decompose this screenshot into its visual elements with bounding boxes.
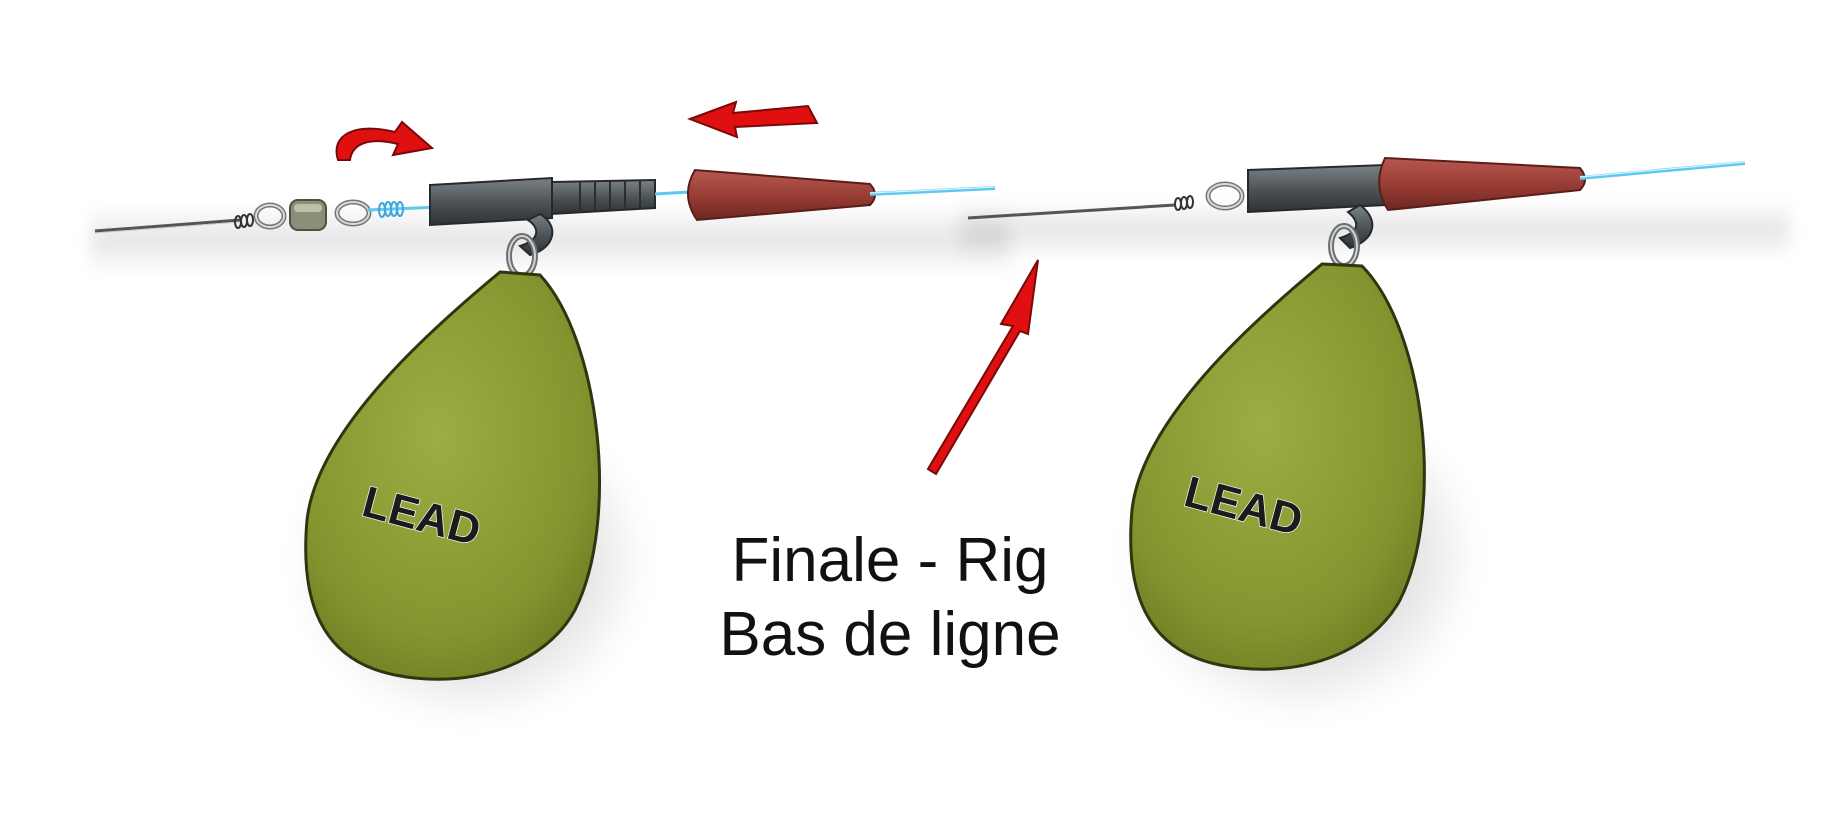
knot [1174, 195, 1194, 211]
lead-weight [304, 270, 601, 681]
tail-rubber [1378, 156, 1586, 212]
lead-clip [429, 176, 656, 257]
caption-title: Finale - Rig [731, 526, 1049, 595]
line-shadow [960, 200, 1790, 260]
diagonal-arrow-icon [926, 259, 1039, 476]
knot [234, 213, 254, 229]
curved-arrow-icon [335, 120, 435, 161]
lead-clip-arm [1338, 203, 1374, 250]
tail-rubber [687, 168, 876, 222]
swivel-ring-highlight [1207, 183, 1243, 209]
mainline-gap [654, 190, 691, 196]
leader-line [94, 218, 241, 233]
left-rig: LEAD [90, 168, 1010, 725]
mainline [1579, 161, 1746, 180]
lead-clip [1247, 163, 1386, 214]
mainline-highlight [1579, 161, 1746, 178]
caption-subtitle: Bas de ligne [719, 600, 1061, 669]
straight-arrow-icon [687, 100, 819, 139]
mainline-knot [378, 201, 404, 218]
mainline [869, 186, 996, 196]
lead-weight [1129, 262, 1426, 671]
leader-line-highlight [94, 221, 241, 234]
right-rig: LEAD [960, 156, 1790, 720]
leader-line [967, 203, 1176, 220]
swivel [253, 199, 372, 231]
mainline-highlight [869, 186, 996, 194]
